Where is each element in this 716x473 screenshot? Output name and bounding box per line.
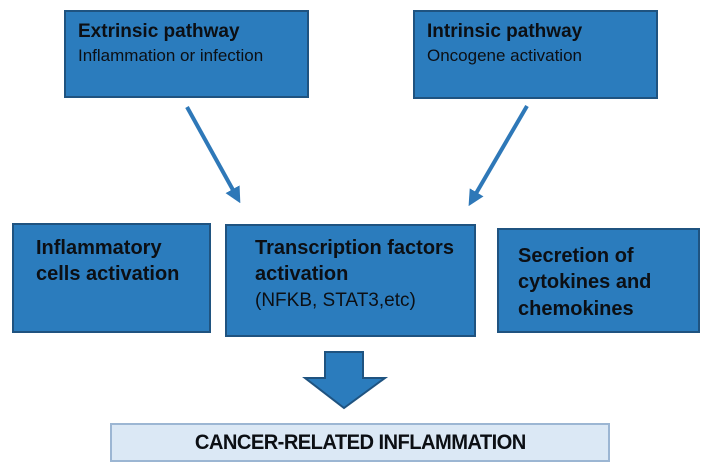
intrinsic-pathway-title: Intrinsic pathway	[427, 21, 583, 42]
cancer-related-inflammation-title: CANCER-RELATED INFLAMMATION	[194, 430, 526, 454]
secretion-title: Secretion of cytokines and chemokines	[518, 245, 652, 320]
box-cancer-related-inflammation: CANCER-RELATED INFLAMMATION	[110, 423, 610, 462]
intrinsic-pathway-subtitle: Oncogene activation	[427, 45, 582, 65]
transcription-factors-subtitle: (NFKB, STAT3,etc)	[255, 289, 416, 311]
box-secretion-cytokines-chemokines: Secretion of cytokines and chemokines	[497, 228, 700, 333]
down-block-arrow-icon	[302, 351, 389, 410]
box-intrinsic-pathway: Intrinsic pathway Oncogene activation	[413, 10, 658, 99]
extrinsic-to-middle-arrow-icon	[185, 106, 241, 204]
transcription-factors-title: Transcription factors activation	[255, 237, 454, 286]
box-extrinsic-pathway: Extrinsic pathway Inflammation or infect…	[64, 10, 309, 98]
box-inflammatory-cells-activation: Inflammatory cells activation	[12, 223, 211, 333]
intrinsic-to-middle-arrow-icon	[468, 104, 529, 207]
extrinsic-pathway-title: Extrinsic pathway	[78, 21, 240, 42]
extrinsic-pathway-subtitle: Inflammation or infection	[78, 45, 264, 65]
box-transcription-factors-activation: Transcription factors activation (NFKB, …	[225, 224, 476, 337]
inflammatory-cells-title: Inflammatory cells activation	[36, 237, 180, 286]
